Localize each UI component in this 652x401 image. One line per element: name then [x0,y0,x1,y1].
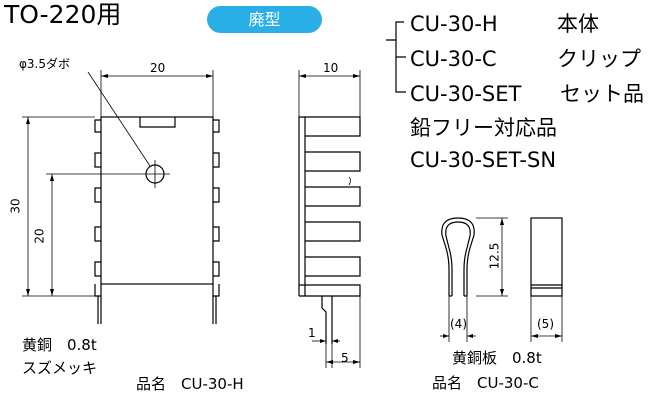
model-code-c: CU-30-C [410,47,497,71]
leadfree-label: 鉛フリー対応品 [410,116,557,140]
model-name-h: 本体 [557,12,599,36]
model-name-c: クリップ [557,47,641,71]
model-name-set: セット品 [560,82,644,106]
side-view [298,116,361,344]
part-name-c: 品名 CU-30-C [432,374,539,392]
dim-hole-height: 20 [32,228,47,244]
side-dim-pin: 1 [308,326,316,340]
model-bracket [386,21,406,93]
side-dim-pin-offset: 5 [341,351,349,365]
page-title: TO-220用 [4,0,122,29]
model-code-set: CU-30-SET [410,82,522,106]
clip-dim-inner: (4) [450,317,467,331]
side-dim-width: 10 [323,61,339,75]
leadfree-code: CU-30-SET-SN [410,148,557,172]
clip-side-view [530,217,563,297]
dim-height: 30 [8,198,23,214]
part-name-h: 品名 CU-30-H [136,375,244,393]
clip-dim-side: (5) [537,317,554,331]
dim-width: 20 [150,61,166,75]
clip-dim-height: 12.5 [487,242,502,270]
clip-front-view [441,217,475,297]
discontinued-badge: 廃型 [207,6,322,33]
front-view [94,116,220,324]
material-c: 黄銅板 0.8t [452,349,542,367]
material-h: 黄銅 0.8t [22,336,97,354]
finish-h: スズメッキ [22,359,98,377]
model-code-h: CU-30-H [410,12,498,36]
hole-label: φ3.5ダボ [19,57,71,71]
